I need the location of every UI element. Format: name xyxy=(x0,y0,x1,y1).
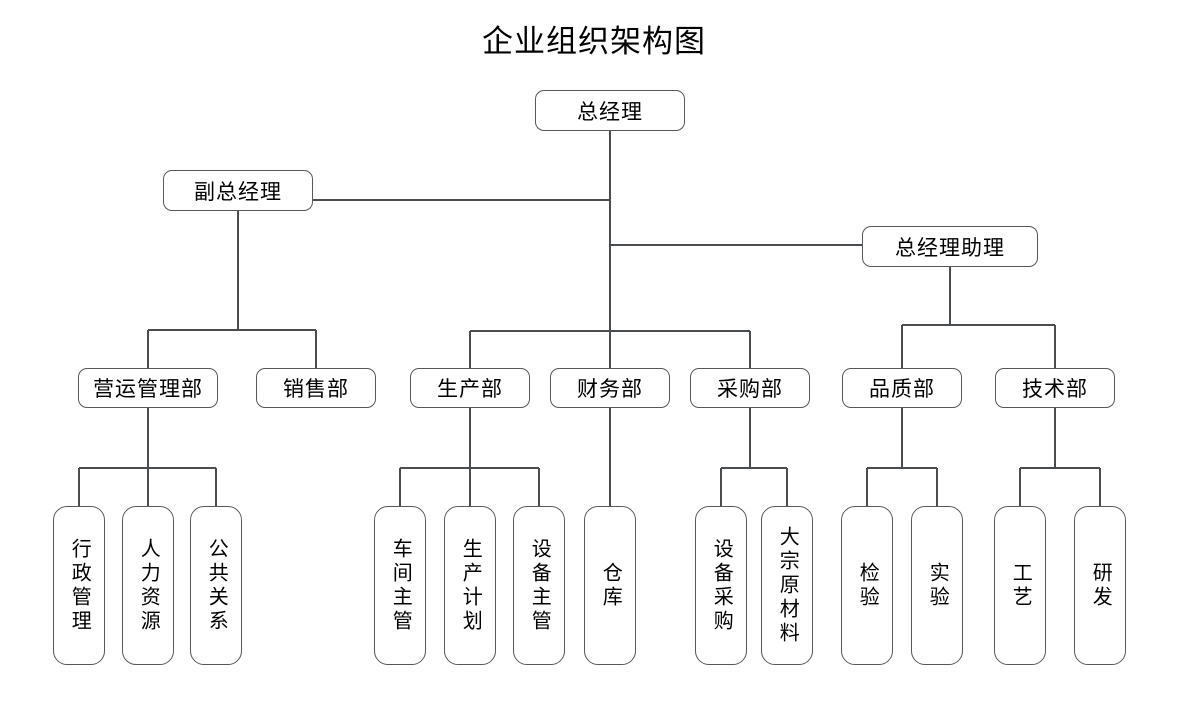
node-bulk-raw-material[interactable]: 大宗原材料 xyxy=(761,506,813,665)
node-label: 营运管理部 xyxy=(93,378,203,401)
node-label: 财务部 xyxy=(577,378,643,401)
node-label: 人力资源 xyxy=(137,537,160,634)
node-process[interactable]: 工艺 xyxy=(994,506,1046,665)
node-label: 车间主管 xyxy=(389,537,412,634)
node-sales-dept[interactable]: 销售部 xyxy=(256,368,376,408)
node-purchasing-dept[interactable]: 采购部 xyxy=(690,368,810,408)
node-label: 生产部 xyxy=(437,378,503,401)
node-deputy-general-manager[interactable]: 副总经理 xyxy=(163,170,313,211)
node-label: 研发 xyxy=(1089,561,1112,610)
node-technology-dept[interactable]: 技术部 xyxy=(995,368,1115,408)
node-production-plan[interactable]: 生产计划 xyxy=(444,506,496,665)
node-label: 技术部 xyxy=(1022,378,1088,401)
node-label: 采购部 xyxy=(717,378,783,401)
node-label: 仓库 xyxy=(599,561,622,610)
node-label: 设备主管 xyxy=(528,537,551,634)
node-workshop-supervisor[interactable]: 车间主管 xyxy=(374,506,426,665)
node-gm-assistant[interactable]: 总经理助理 xyxy=(862,226,1038,267)
node-label: 总经理 xyxy=(577,100,643,124)
node-label: 大宗原材料 xyxy=(776,525,799,646)
node-label: 副总经理 xyxy=(194,180,282,204)
node-label: 品质部 xyxy=(869,378,935,401)
node-production-dept[interactable]: 生产部 xyxy=(410,368,530,408)
node-label: 工艺 xyxy=(1009,561,1032,610)
node-general-manager[interactable]: 总经理 xyxy=(535,90,685,131)
node-label: 实验 xyxy=(926,561,949,610)
node-operations-dept[interactable]: 营运管理部 xyxy=(78,368,218,408)
node-laboratory[interactable]: 实验 xyxy=(911,506,963,665)
node-equipment-supervisor[interactable]: 设备主管 xyxy=(513,506,565,665)
node-equipment-purchasing[interactable]: 设备采购 xyxy=(695,506,747,665)
node-warehouse[interactable]: 仓库 xyxy=(584,506,636,665)
node-administration[interactable]: 行政管理 xyxy=(53,506,105,665)
node-label: 行政管理 xyxy=(68,537,91,634)
node-label: 生产计划 xyxy=(459,537,482,634)
node-quality-dept[interactable]: 品质部 xyxy=(842,368,962,408)
node-public-relations[interactable]: 公共关系 xyxy=(190,506,242,665)
node-label: 设备采购 xyxy=(710,537,733,634)
node-finance-dept[interactable]: 财务部 xyxy=(550,368,670,408)
node-label: 检验 xyxy=(856,561,879,610)
node-human-resources[interactable]: 人力资源 xyxy=(122,506,174,665)
node-label: 公共关系 xyxy=(205,537,228,634)
node-label: 销售部 xyxy=(283,378,349,401)
node-label: 总经理助理 xyxy=(895,236,1005,260)
node-research-development[interactable]: 研发 xyxy=(1074,506,1126,665)
node-inspection[interactable]: 检验 xyxy=(841,506,893,665)
page-title: 企业组织架构图 xyxy=(482,24,706,59)
